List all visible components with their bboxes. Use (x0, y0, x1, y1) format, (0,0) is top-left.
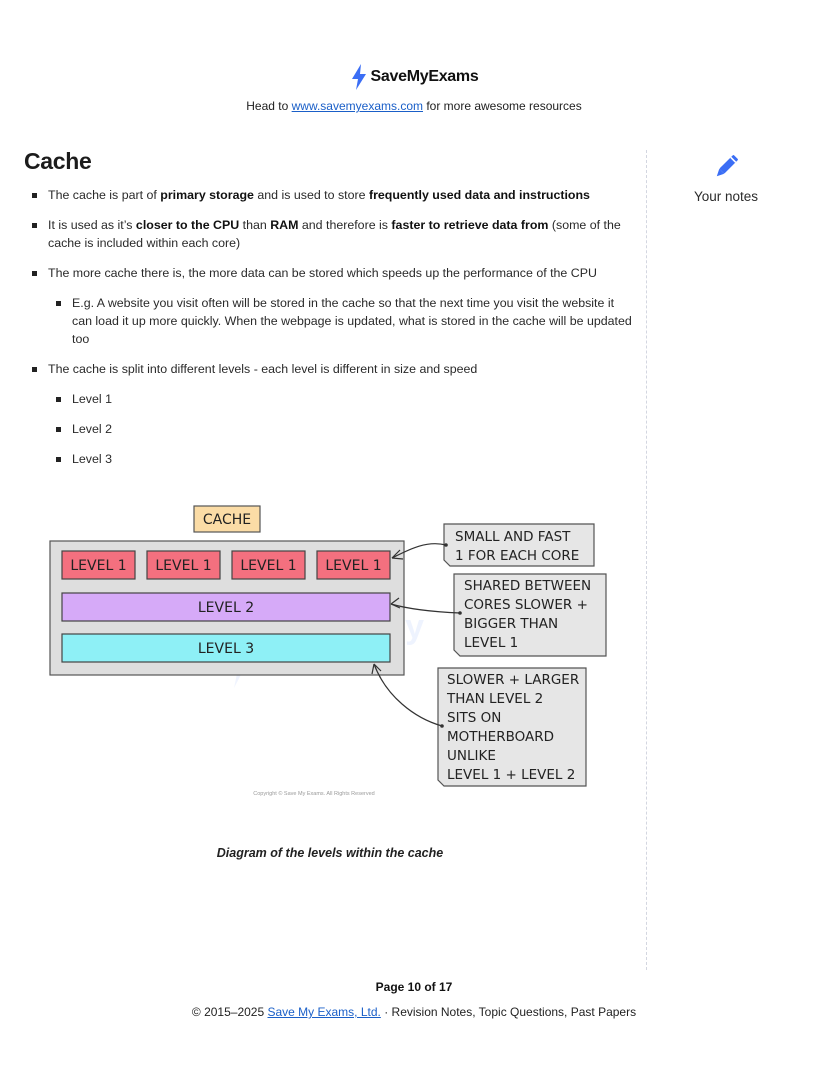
level3-bar (61, 633, 391, 663)
tagline-text-before: Head to (246, 99, 292, 113)
sub-bullet-item: Level 2 (54, 420, 634, 438)
bullet-item: The cache is split into different levels… (30, 360, 634, 378)
sub-bullet-item: Level 3 (54, 450, 634, 468)
bold-text: frequently used data and instructions (368, 188, 590, 202)
level1-box (316, 550, 391, 580)
sub-bullet-item: Level 1 (54, 390, 634, 408)
diagram-copyright: Copyright © Save My Exams. All Rights Re… (253, 790, 374, 797)
level1-box (146, 550, 221, 580)
note-level2-line-2: CORES SLOWER + (464, 597, 588, 613)
header-tagline: Head to www.savemyexams.com for more awe… (0, 99, 828, 113)
bullet-text: (some of the cache is included within ea… (48, 218, 621, 250)
arrow-level2 (390, 603, 461, 614)
your-notes-label: Your notes (693, 189, 759, 204)
tagline-text-after: for more awesome resources (423, 99, 582, 113)
level1-group: LEVEL 1 LEVEL 1 LEVEL 1 LEVEL 1 (61, 550, 391, 580)
level1-label: LEVEL 1 (155, 558, 211, 574)
your-notes-panel[interactable]: Your notes (684, 152, 768, 204)
arrows (371, 543, 461, 727)
note-level3: SLOWER + LARGER THAN LEVEL 2 SITS ON MOT… (437, 667, 587, 787)
arrow-dots (440, 543, 462, 728)
note-level1: SMALL AND FAST 1 FOR EACH CORE (443, 523, 595, 567)
brand-logo[interactable]: SaveMyExams (350, 64, 479, 90)
lightning-logo-icon (351, 64, 366, 90)
arrow-level1 (391, 543, 447, 559)
page-number: Page 10 of 17 (375, 980, 453, 994)
level2-bar (61, 592, 391, 622)
note-level3-line-1: SLOWER + LARGER (447, 672, 579, 688)
note-level2-line-4: LEVEL 1 (464, 635, 518, 651)
brand-name: SaveMyExams (370, 68, 479, 85)
note-level3-line-2: THAN LEVEL 2 (446, 691, 543, 707)
footer-link[interactable]: Save My Exams, Ltd. (267, 1005, 381, 1019)
level1-box (61, 550, 136, 580)
section-content: The cache is part of primary storage and… (30, 186, 634, 480)
arrow-level3 (373, 663, 443, 727)
bullet-text: It is used as it’s (48, 218, 136, 232)
level1-box (231, 550, 306, 580)
level1-label: LEVEL 1 (70, 558, 126, 574)
bold-text: primary storage (160, 188, 254, 202)
note-level2: SHARED BETWEEN CORES SLOWER + BIGGER THA… (453, 573, 607, 657)
level2-label: LEVEL 2 (198, 600, 254, 616)
section-title: Cache (24, 148, 92, 174)
bold-text: faster to retrieve data from (391, 218, 549, 232)
note-level2-line-1: SHARED BETWEEN (464, 578, 591, 594)
cache-tag (193, 505, 261, 533)
bullet-item: It is used as it’s closer to the CPU tha… (30, 216, 634, 252)
sub-bullet-list: Level 1 Level 2 Level 3 (54, 390, 634, 468)
footer-copy-before: © 2015–2025 (191, 1005, 268, 1019)
footer-copy-after: · Revision Notes, Topic Questions, Past … (380, 1005, 637, 1019)
sub-bullet-item: E.g. A website you visit often will be s… (54, 294, 634, 348)
note-level1-line-1: SMALL AND FAST (455, 529, 571, 545)
page-header: SaveMyExams Head to www.savemyexams.com … (0, 64, 828, 113)
note-level3-line-6: LEVEL 1 + LEVEL 2 (447, 767, 575, 783)
bullet-item: The cache is part of primary storage and… (30, 186, 634, 204)
bullet-text: and therefore is (298, 218, 392, 232)
bullet-item: The more cache there is, the more data c… (30, 264, 634, 282)
cache-tag-label: CACHE (203, 512, 251, 528)
level3-label: LEVEL 3 (198, 641, 254, 657)
sub-bullet-list: E.g. A website you visit often will be s… (54, 294, 634, 348)
pencil-icon (716, 155, 738, 177)
bold-text: closer to the CPU (135, 218, 240, 232)
bullet-text: The cache is part of (48, 188, 161, 202)
note-level1-line-2: 1 FOR EACH CORE (455, 548, 579, 564)
diagram-caption: Diagram of the levels within the cache (216, 846, 444, 860)
notes-divider (646, 150, 647, 970)
bold-text: RAM (270, 218, 299, 232)
level1-label: LEVEL 1 (240, 558, 296, 574)
level1-label: LEVEL 1 (325, 558, 381, 574)
bullet-text: than (239, 218, 271, 232)
note-level2-line-3: BIGGER THAN (464, 616, 558, 632)
site-link[interactable]: www.savemyexams.com (291, 99, 423, 113)
bullet-text: and is used to store (253, 188, 369, 202)
bullet-text: The more cache there is, the more data c… (48, 266, 597, 280)
note-level3-line-5: UNLIKE (447, 748, 496, 764)
bullet-list: The cache is part of primary storage and… (30, 186, 634, 468)
bullet-text: The cache is split into different levels… (48, 362, 478, 376)
footer-copyright: © 2015–2025 Save My Exams, Ltd. · Revisi… (0, 1005, 828, 1019)
note-level3-line-3: SITS ON (447, 710, 501, 726)
note-level3-line-4: MOTHERBOARD (447, 729, 554, 745)
